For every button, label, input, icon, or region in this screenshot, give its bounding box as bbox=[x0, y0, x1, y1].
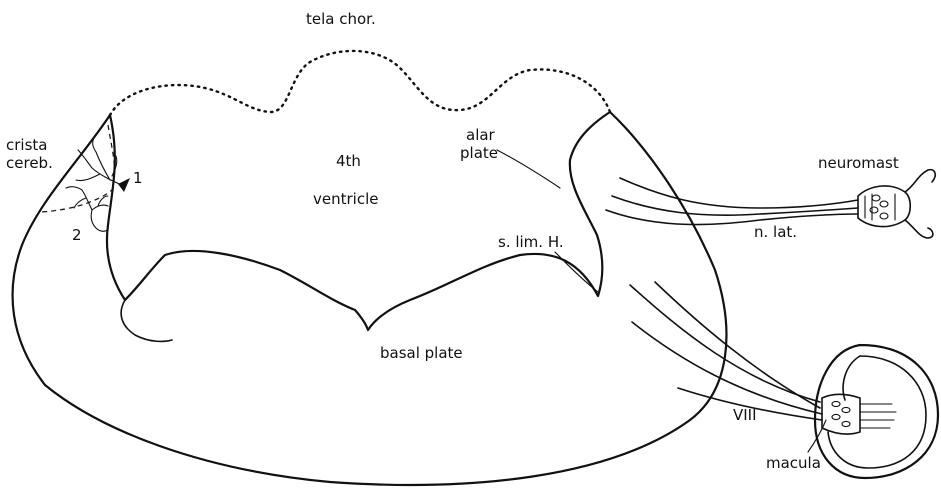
ventricle-inner-outline bbox=[107, 112, 610, 330]
lateral-line-nerve bbox=[606, 178, 858, 225]
alar-plate-line1: alar bbox=[466, 126, 496, 144]
left-inner-wall bbox=[121, 300, 172, 341]
fourth-ventricle-line1: 4th bbox=[336, 152, 361, 170]
neuromast-organ bbox=[858, 170, 935, 238]
tela-choroidea-roof bbox=[110, 51, 610, 115]
viii-label: VIII bbox=[733, 406, 757, 424]
neuromast-label: neuromast bbox=[818, 154, 899, 172]
alar-plate-line2: plate bbox=[460, 144, 498, 162]
sulcus-limitans-label: s. lim. H. bbox=[498, 233, 564, 251]
outer-brain-outline bbox=[13, 112, 727, 485]
neuron-1 bbox=[76, 138, 130, 192]
alar-plate-leader bbox=[497, 150, 560, 188]
crista-label-line1: crista bbox=[6, 136, 47, 154]
neuron-2-label: 2 bbox=[72, 226, 82, 244]
n-lat-label: n. lat. bbox=[754, 223, 797, 241]
tela-chor-label: tela chor. bbox=[306, 10, 376, 28]
neuron-2 bbox=[66, 187, 108, 232]
neuron-1-label: 1 bbox=[133, 169, 143, 187]
basal-plate-label: basal plate bbox=[380, 344, 463, 362]
crista-label-line2: cereb. bbox=[6, 154, 53, 172]
fourth-ventricle-line2: ventricle bbox=[313, 190, 378, 208]
macula-sensory-patch bbox=[822, 394, 896, 434]
macula-label: macula bbox=[766, 454, 821, 472]
